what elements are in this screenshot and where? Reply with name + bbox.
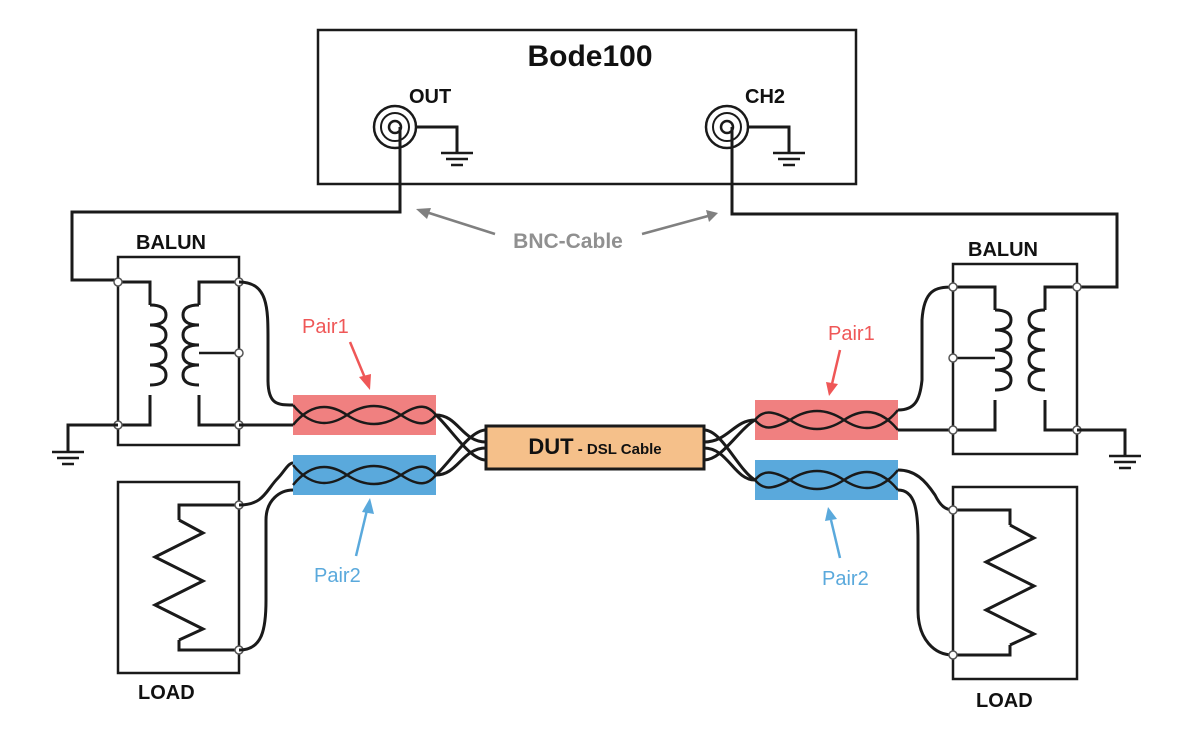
left-pair2-annotation: Pair2 [314, 498, 374, 587]
right-balun: BALUN [948, 239, 1082, 456]
right-pair1-twisted-pair-icon [754, 400, 899, 440]
right-pair-wires [897, 285, 954, 657]
left-load-resistor-icon [151, 518, 207, 642]
left-load-label: LOAD [138, 682, 195, 704]
right-balun-primary-coil-icon [1027, 308, 1046, 392]
bnc-cable-annotation: BNC-Cable [416, 208, 718, 253]
dut-cable: DUT - DSL Cable [484, 424, 706, 471]
left-pair1-label: Pair1 [302, 316, 349, 338]
left-pair-wires [238, 280, 294, 652]
right-load: LOAD [948, 485, 1079, 712]
bode100-device: Bode100 OUT CH2 [316, 28, 858, 186]
left-balun-label: BALUN [136, 232, 206, 254]
left-pair1-twisted-pair-icon [292, 395, 437, 435]
bnc-cables [70, 127, 1119, 289]
out-ground-icon [441, 151, 473, 167]
out-label: OUT [409, 86, 451, 108]
right-pair2-annotation: Pair2 [822, 507, 869, 590]
right-load-resistor-icon [982, 523, 1038, 647]
right-pair1-annotation: Pair1 [826, 323, 875, 396]
left-balun-primary-coil-icon [149, 303, 168, 387]
ch2-bnc-connector-icon [704, 104, 791, 152]
dut-main-label: DUT [528, 434, 574, 459]
left-dut-crossover [434, 413, 487, 477]
dut-sub-label: - DSL Cable [574, 441, 662, 458]
left-pair1-annotation: Pair1 [302, 316, 371, 390]
right-pair1-label: Pair1 [828, 323, 875, 345]
left-pair2-twisted-pair-icon [292, 455, 437, 495]
right-balun-secondary-coil-icon [994, 308, 1013, 392]
ch2-label: CH2 [745, 86, 785, 108]
dut-label: DUT - DSL Cable [528, 434, 661, 459]
right-pair2-twisted-pair-icon [754, 460, 899, 500]
left-ground-icon [52, 450, 84, 466]
right-pair2-label: Pair2 [822, 568, 869, 590]
right-ground-icon [1109, 454, 1141, 470]
right-balun-label: BALUN [968, 239, 1038, 261]
bnc-cable-label: BNC-Cable [513, 230, 623, 253]
out-bnc-connector-icon [372, 104, 459, 152]
right-load-label: LOAD [976, 690, 1033, 712]
left-load: LOAD [116, 480, 244, 704]
right-dut-crossover [703, 418, 756, 482]
device-title: Bode100 [527, 40, 652, 73]
left-pair2-label: Pair2 [314, 565, 361, 587]
left-balun: BALUN [113, 232, 244, 447]
left-balun-secondary-coil-icon [181, 303, 200, 387]
ch2-ground-icon [773, 151, 805, 167]
